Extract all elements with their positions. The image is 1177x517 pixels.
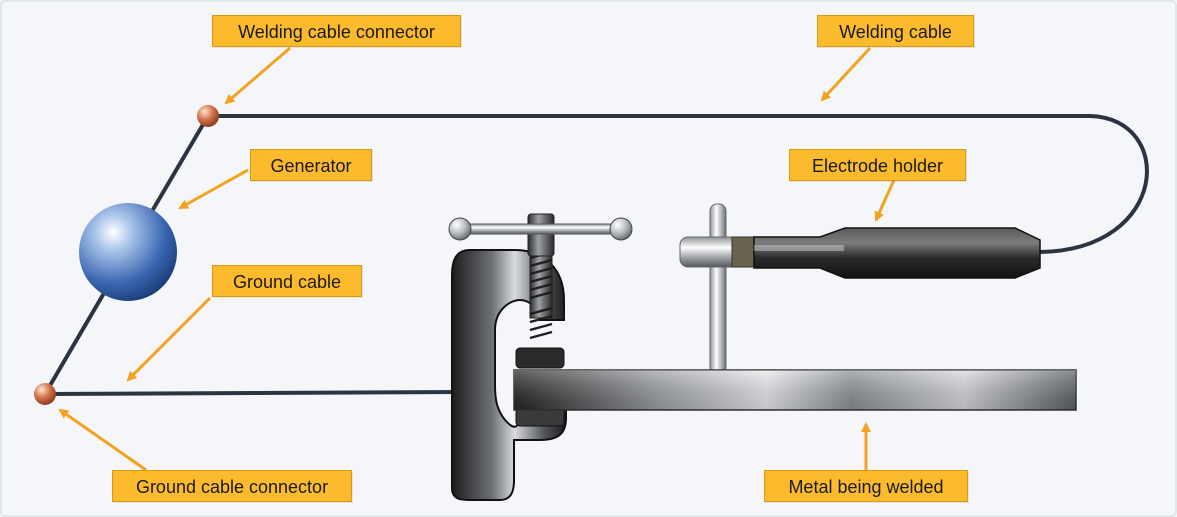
label-ground-cable-connector: Ground cable connector (112, 470, 352, 502)
arrow-welding-cable-connector (224, 46, 291, 105)
arrow-electrode-holder (874, 179, 896, 222)
ground-cable (44, 390, 463, 396)
generator-sphere (79, 203, 177, 301)
arrow-welding-cable (820, 46, 872, 102)
label-ground-cable: Ground cable (212, 265, 362, 297)
metal-workpiece (513, 369, 1077, 411)
ground-cable-connector-node (34, 383, 56, 405)
welding-cable-connector-node (197, 105, 219, 127)
arrow-ground-cable-connector (58, 408, 147, 472)
electrode-holder (679, 227, 1041, 279)
label-generator: Generator (250, 149, 372, 181)
label-electrode-holder: Electrode holder (789, 149, 966, 181)
welding-cable (206, 114, 1149, 254)
label-metal-being-welded: Metal being welded (764, 470, 968, 502)
arrow-ground-cable (126, 296, 212, 382)
c-clamp (448, 213, 633, 501)
label-welding-cable-connector: Welding cable connector (212, 15, 461, 47)
electrode-rod (709, 203, 727, 375)
arrow-generator (178, 168, 249, 210)
label-welding-cable: Welding cable (817, 15, 974, 47)
